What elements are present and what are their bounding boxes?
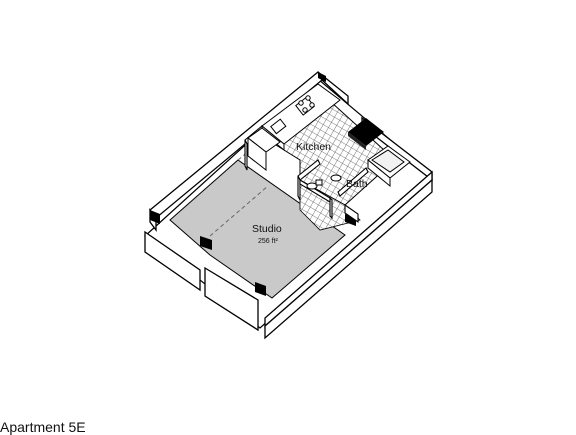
room-label-bath: Bath (346, 178, 368, 190)
toilet (306, 179, 323, 190)
room-label-kitchen: Kitchen (296, 141, 331, 153)
apartment-title: Apartment 5E (0, 419, 86, 435)
sink (330, 174, 342, 182)
stacked-washer-dryer (348, 118, 384, 150)
bathtub (367, 145, 411, 188)
refrigerator (247, 127, 281, 172)
room-label-studio: Studio (252, 223, 282, 235)
studio-area: 256 ft² (258, 238, 279, 245)
